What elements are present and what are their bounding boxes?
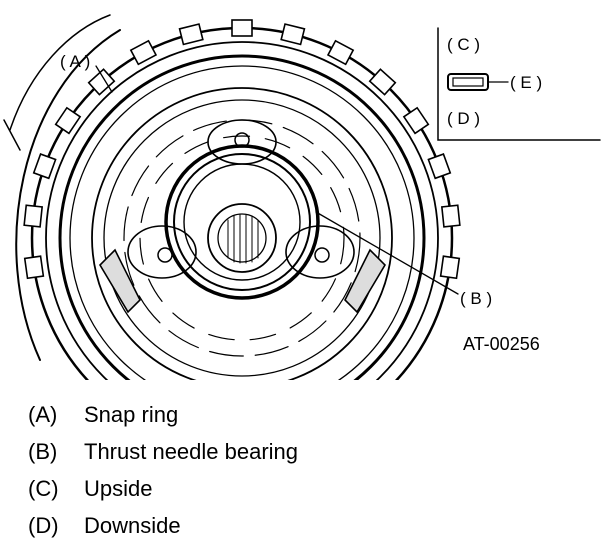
callout-c: ( C )	[447, 35, 480, 54]
legend-key: (A)	[28, 401, 58, 427]
leader-b	[315, 211, 459, 295]
bearing-profile-icon	[447, 73, 489, 91]
snap-ring	[58, 54, 426, 380]
pinion-right	[285, 225, 355, 279]
legend-text: Snap ring	[84, 401, 179, 427]
legend-item-b: (B) Thrust needle bearing	[28, 433, 298, 470]
inset-frame	[437, 27, 601, 141]
housing-outer-arc	[15, 29, 121, 361]
legend-text: Thrust needle bearing	[84, 438, 299, 464]
legend-text: Downside	[84, 512, 181, 538]
legend-item-c: (C) Upside	[28, 470, 298, 507]
thrust-needle-bearing	[164, 144, 320, 300]
callout-e: ( E )	[510, 73, 542, 92]
callout-d: ( D )	[447, 109, 480, 128]
legend-text: Upside	[84, 475, 153, 501]
center-shaft	[207, 203, 277, 273]
legend-key: (B)	[28, 438, 58, 464]
legend-list: (A) Snap ring (B) Thrust needle bearing …	[28, 396, 298, 544]
transmission-assembly-diagram: ( A ) ( C ) ( E ) ( D ) ( B ) AT-00256	[3, 14, 601, 380]
callout-b: ( B )	[460, 289, 492, 308]
leader-a	[95, 65, 113, 93]
clutch-ring	[91, 87, 393, 380]
drum-lugs	[23, 19, 461, 280]
housing-inner-arc	[9, 14, 111, 131]
legend-key: (C)	[28, 475, 59, 501]
figure-code: AT-00256	[463, 334, 540, 354]
legend-key: (D)	[28, 512, 59, 538]
legend-item-a: (A) Snap ring	[28, 396, 298, 433]
pinion-left	[127, 225, 197, 279]
legend-item-d: (D) Downside	[28, 507, 298, 544]
callout-a: ( A )	[60, 52, 90, 71]
